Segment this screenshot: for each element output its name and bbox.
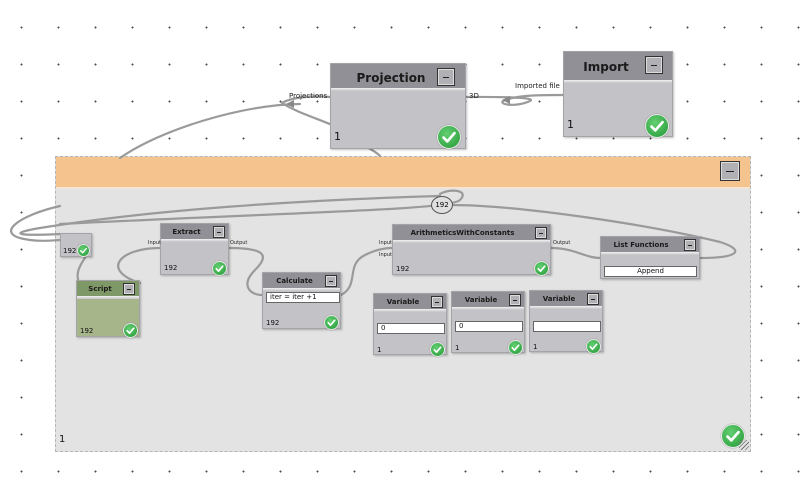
- variable-value-field[interactable]: 0: [377, 323, 445, 334]
- resize-handle[interactable]: [739, 440, 749, 450]
- wire-import-to-projection: [464, 93, 565, 106]
- extract-collapse-button[interactable]: [213, 226, 225, 238]
- check-circle-icon: [534, 261, 549, 276]
- extract-input-port[interactable]: Input: [148, 240, 161, 246]
- projection-input-port[interactable]: Projections: [289, 92, 328, 100]
- loop-port-count: 192: [63, 247, 77, 255]
- projection-count: 1: [334, 130, 341, 143]
- check-circle-icon: [437, 125, 461, 149]
- check-circle-icon: [645, 114, 669, 138]
- calculate-node[interactable]: Calculate iter = iter +1 192: [262, 272, 341, 330]
- extract-count: 192: [164, 264, 178, 272]
- import-node[interactable]: Import 1: [563, 51, 673, 138]
- list-function-select[interactable]: Append: [604, 266, 697, 277]
- projection-output-port[interactable]: 3D: [469, 92, 479, 100]
- extract-node[interactable]: Extract 192: [160, 223, 229, 276]
- import-output-port[interactable]: Imported file: [515, 82, 560, 90]
- import-count: 1: [567, 118, 574, 131]
- variable-count: 1: [377, 346, 382, 354]
- variable-node-3[interactable]: Variable 1: [529, 290, 603, 354]
- variable-value-field[interactable]: [533, 321, 601, 332]
- extract-output-port[interactable]: Output: [230, 240, 248, 246]
- loop-group-count: 1: [59, 434, 66, 445]
- variable-title: Variable: [530, 291, 602, 309]
- variable-count: 1: [455, 344, 460, 352]
- check-circle-icon: [324, 315, 339, 330]
- script-node[interactable]: Script 192: [76, 280, 140, 338]
- wire-loop-around-1: [10, 204, 62, 242]
- variable-node-2[interactable]: Variable 0 1: [451, 291, 525, 355]
- variable-node-1[interactable]: Variable 0 1: [373, 293, 447, 357]
- check-circle-icon: [430, 342, 445, 357]
- script-count: 192: [80, 327, 94, 335]
- wire-projection-left: [118, 102, 302, 160]
- variable-collapse-button[interactable]: [431, 296, 443, 308]
- check-circle-icon: [508, 340, 523, 355]
- variable-title: Variable: [374, 294, 446, 312]
- check-circle-icon: [123, 323, 138, 338]
- script-collapse-button[interactable]: [123, 283, 135, 295]
- arithmetics-count: 192: [396, 265, 410, 273]
- calculate-title: Calculate: [263, 273, 340, 291]
- check-circle-icon: [721, 424, 745, 448]
- arithmetics-collapse-button[interactable]: [535, 227, 547, 239]
- arithmetics-input-port-1[interactable]: Input: [379, 240, 392, 246]
- loop-port-node[interactable]: 192: [60, 233, 92, 257]
- check-circle-icon: [586, 339, 601, 354]
- list-functions-collapse-button[interactable]: [684, 239, 696, 251]
- iteration-count-badge[interactable]: 192: [431, 196, 453, 214]
- variable-title: Variable: [452, 292, 524, 310]
- calculate-count: 192: [266, 319, 280, 327]
- calculate-collapse-button[interactable]: [325, 275, 337, 287]
- loop-group-header[interactable]: [56, 157, 750, 190]
- arithmetics-output-port[interactable]: Output: [553, 240, 571, 246]
- loop-group-collapse-button[interactable]: [720, 161, 740, 181]
- variable-value-field[interactable]: 0: [455, 321, 523, 332]
- arithmetics-input-port-2[interactable]: Input: [379, 252, 392, 258]
- calculate-expression-field[interactable]: iter = iter +1: [266, 292, 340, 303]
- projection-node[interactable]: Projection 1: [330, 63, 466, 149]
- arithmetics-title: ArithmeticsWithConstants: [393, 225, 550, 243]
- projection-collapse-button[interactable]: [437, 68, 455, 86]
- variable-collapse-button[interactable]: [587, 293, 599, 305]
- list-functions-node[interactable]: List Functions Append: [600, 236, 700, 279]
- variable-collapse-button[interactable]: [509, 294, 521, 306]
- arithmetics-node[interactable]: ArithmeticsWithConstants 192: [392, 224, 551, 276]
- check-circle-icon: [77, 244, 90, 257]
- import-collapse-button[interactable]: [645, 56, 663, 74]
- variable-count: 1: [533, 343, 538, 351]
- check-circle-icon: [212, 261, 227, 276]
